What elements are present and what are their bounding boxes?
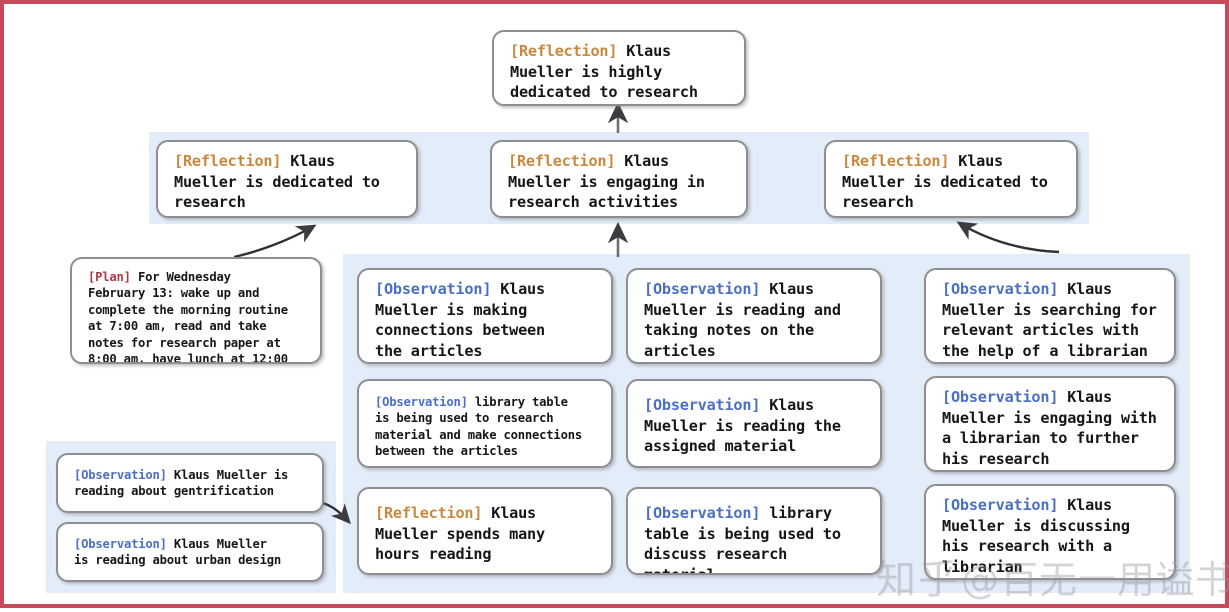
node-tag: [Reflection] xyxy=(174,152,282,170)
node-column-c-2[interactable]: [Observation] Klaus Mueller is engaging … xyxy=(924,376,1176,472)
node-text: Klaus Mueller spends many hours reading xyxy=(375,504,545,563)
node-tag: [Observation] xyxy=(375,395,468,409)
node-tag: [Observation] xyxy=(644,504,761,522)
node-column-b-2[interactable]: [Observation] Klaus Mueller is reading t… xyxy=(626,379,882,468)
node-text: For Wednesday February 13: wake up and c… xyxy=(88,270,288,364)
node-column-a-2[interactable]: [Observation] library table is being use… xyxy=(357,379,613,468)
node-tag: [Plan] xyxy=(88,270,131,284)
node-text: Klaus Mueller is engaging with a librari… xyxy=(942,388,1157,468)
node-tag: [Reflection] xyxy=(508,152,616,170)
node-left-observation-2[interactable]: [Observation] Klaus Mueller is reading a… xyxy=(56,522,324,582)
node-left-observation-1[interactable]: [Observation] Klaus Mueller is reading a… xyxy=(56,453,324,513)
node-text: Klaus Mueller is engaging in research ac… xyxy=(508,152,705,211)
diagram-canvas: [Reflection] Klaus Mueller is highly ded… xyxy=(4,4,1229,612)
node-tag: [Observation] xyxy=(74,537,167,551)
node-text: Klaus Mueller is reading the assigned ma… xyxy=(644,396,841,455)
node-tag: [Observation] xyxy=(375,280,492,298)
node-tag: [Observation] xyxy=(644,396,761,414)
node-reflection-left[interactable]: [Reflection] Klaus Mueller is dedicated … xyxy=(156,140,418,218)
node-reflection-right[interactable]: [Reflection] Klaus Mueller is dedicated … xyxy=(824,140,1078,218)
node-text: Klaus Mueller is reading about gentrific… xyxy=(74,468,289,499)
node-text: library table is being used to research … xyxy=(375,395,582,459)
node-column-c-1[interactable]: [Observation] Klaus Mueller is searching… xyxy=(924,268,1176,364)
node-text: library table is being used to discuss r… xyxy=(644,504,841,575)
node-text: Klaus Mueller is highly dedicated to res… xyxy=(510,42,698,101)
node-root-reflection[interactable]: [Reflection] Klaus Mueller is highly ded… xyxy=(492,30,746,106)
node-column-a-1[interactable]: [Observation] Klaus Mueller is making co… xyxy=(357,268,613,364)
node-tag: [Observation] xyxy=(942,388,1059,406)
node-tag: [Observation] xyxy=(644,280,761,298)
node-text: Klaus Mueller is discussing his research… xyxy=(942,496,1130,576)
node-text: Klaus Mueller is reading about urban des… xyxy=(74,537,281,568)
node-plan[interactable]: [Plan] For Wednesday February 13: wake u… xyxy=(70,257,322,364)
node-column-a-3[interactable]: [Reflection] Klaus Mueller spends many h… xyxy=(357,487,613,575)
node-tag: [Reflection] xyxy=(842,152,950,170)
node-text: Klaus Mueller is dedicated to research xyxy=(174,152,380,211)
node-text: Klaus Mueller is searching for relevant … xyxy=(942,280,1157,360)
node-tag: [Observation] xyxy=(942,280,1059,298)
node-tag: [Observation] xyxy=(942,496,1059,514)
node-tag: [Reflection] xyxy=(510,42,618,60)
node-text: Klaus Mueller is making connections betw… xyxy=(375,280,545,360)
node-text: Klaus Mueller is reading and taking note… xyxy=(644,280,841,360)
node-column-c-3[interactable]: [Observation] Klaus Mueller is discussin… xyxy=(924,484,1176,580)
node-tag: [Observation] xyxy=(74,468,167,482)
node-text: Klaus Mueller is dedicated to research xyxy=(842,152,1048,211)
node-reflection-middle[interactable]: [Reflection] Klaus Mueller is engaging i… xyxy=(490,140,748,218)
node-tag: [Reflection] xyxy=(375,504,483,522)
node-column-b-3[interactable]: [Observation] library table is being use… xyxy=(626,487,882,575)
node-column-b-1[interactable]: [Observation] Klaus Mueller is reading a… xyxy=(626,268,882,364)
arrow-columnc-to-right-reflection xyxy=(956,221,1060,254)
arrow-plan-to-left-reflection xyxy=(233,224,317,259)
